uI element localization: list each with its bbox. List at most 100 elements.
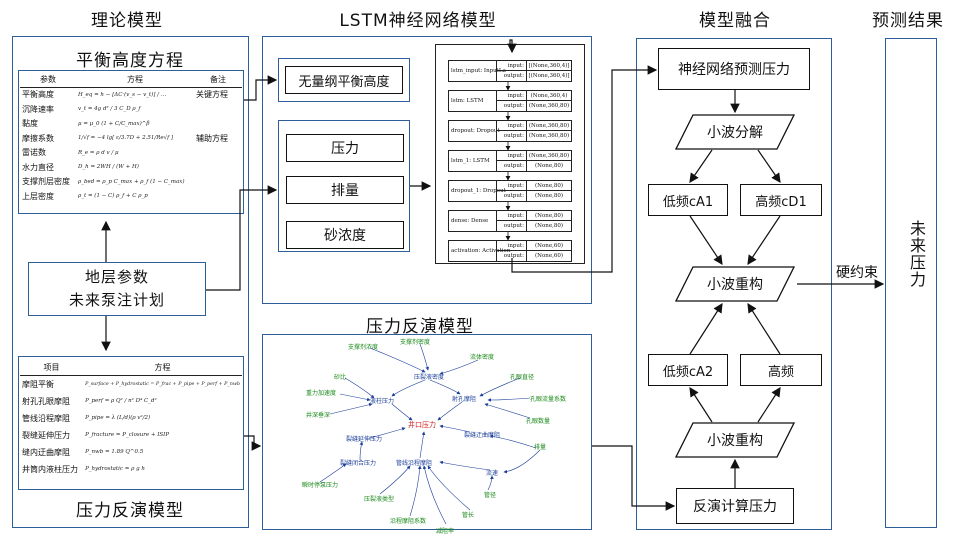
layer-output-key: output: <box>497 221 527 231</box>
balance-eq: 1/√f = −4 lg[ ε/3.7D + 2.51/Re√f ] <box>78 135 174 142</box>
graph-node-liquid-pressure: 液柱压力 <box>370 398 395 405</box>
inversion-item: 摩阻平衡 <box>22 379 54 389</box>
balance-eq: ρ_t = (1 − C) ρ_f + C ρ_p <box>78 193 148 200</box>
wavelet-recon-label: 小波重构 <box>707 277 763 293</box>
layer-input-shape: (None,60) <box>527 241 571 251</box>
balance-param: 上层密度 <box>22 191 54 201</box>
sand-concentration-box: 砂浓度 <box>286 221 404 249</box>
balance-eq: μ = μ_0 (1 + C/C_max)^β <box>78 120 150 127</box>
wavelet-recon2-label: 小波重构 <box>707 433 763 449</box>
balance-note: 关键方程 <box>196 90 228 100</box>
balance-param: 黏度 <box>22 119 38 129</box>
inversion-col-item: 项目 <box>43 362 60 372</box>
layer-name: lstm_input: InputLa <box>451 68 506 74</box>
layer-input-key: input: <box>497 181 527 191</box>
hard-constraint-label: 硬约束 <box>836 265 878 281</box>
layer-output-shape: (None,60) <box>535 253 563 259</box>
layer-io: input:(None,80)output:(None,80) <box>496 181 571 201</box>
graph-node-frac-fluid-density: 压裂液密度 <box>414 374 445 381</box>
result-panel <box>885 38 937 528</box>
wavelet-recon2-shape: 小波重构 <box>675 422 795 458</box>
formation-params-label: 地层参数 <box>84 268 149 286</box>
layer-input-shape: (None,80) <box>527 211 571 221</box>
graph-node-well-depth: 井深垂深 <box>306 412 331 419</box>
balance-param: 摩擦系数 <box>22 133 54 143</box>
low-ca1-box: 低频cA1 <box>648 184 728 216</box>
header-fusion: 模型融合 <box>699 11 771 31</box>
inversion-item: 井筒内液柱压力 <box>22 464 78 474</box>
layer-output-key: output: <box>497 131 527 141</box>
graph-node-fracture-closure: 裂缝闭合压力 <box>340 460 377 467</box>
balance-param: 水力直径 <box>22 162 54 172</box>
layer-input-shape: (None,360,4) <box>527 91 571 101</box>
inversion-item: 缝内迂曲摩阻 <box>22 447 70 457</box>
output-group: 无量纲平衡高度 <box>278 58 410 102</box>
layer-output-key: output: <box>497 71 527 81</box>
graph-node-support-density2: 支撑剂密度 <box>400 339 431 346</box>
layer-output-shape: (None,80) <box>535 193 563 199</box>
balance-col-eq: 方程 <box>127 74 143 84</box>
layer-io: input:(None,80)output:(None,80) <box>496 211 571 231</box>
graph-node-instant-stop: 瞬时停泵压力 <box>302 482 339 489</box>
pump-plan-label: 未来泵注计划 <box>68 291 165 309</box>
future-pressure-label: 未来压力 <box>907 220 926 288</box>
balance-note <box>194 117 242 132</box>
wavelet-decomp-shape: 小波分解 <box>675 114 795 150</box>
graph-node-friction-coef: 沿程摩阻系数 <box>390 518 427 525</box>
inversion-title: 压力反演模型 <box>76 501 184 521</box>
inversion-eq: P_pipe = λ (L/d)(ρ v²/2) <box>85 415 151 421</box>
balance-note <box>194 146 242 161</box>
layer-input-shape: (None,360,80) <box>527 151 571 161</box>
balance-note <box>194 175 242 190</box>
graph-node-perf-count: 孔眼数量 <box>526 418 551 425</box>
graph-node-fluid-density: 流体密度 <box>470 354 495 361</box>
layer-input-key: input: <box>497 121 527 131</box>
graph-node-pipe-diameter: 管径 <box>484 492 497 499</box>
graph-node-flow-velocity: 流速 <box>486 470 499 477</box>
layer-io: input:(None,360,80)output:(None,80) <box>496 151 571 171</box>
layer-output-shape: (None,360,80) <box>528 133 570 139</box>
header-result: 预测结果 <box>872 11 944 31</box>
high-cd1-box: 高频cD1 <box>740 184 822 216</box>
high2-box: 高频 <box>740 354 822 386</box>
header-theory: 理论模型 <box>91 11 163 31</box>
layer-output-shape: (None,360,80) <box>528 103 570 109</box>
balance-note: 辅助方程 <box>196 133 228 143</box>
wavelet-recon-shape: 小波重构 <box>675 266 795 302</box>
inversion-eq: P_surface + P_hydrostatic = P_frac + P_p… <box>85 381 240 387</box>
layer-io: input:(None,360,4)output:(None,360,80) <box>496 91 571 111</box>
layer-input-shape: (None,80) <box>527 181 571 191</box>
low-ca2-box: 低频cA2 <box>648 354 728 386</box>
graph-node-sand-ratio: 砂比 <box>334 374 347 381</box>
layer-name: dense: Dense <box>451 218 489 224</box>
balance-note <box>194 102 242 117</box>
graph-node-support-density: 支撑剂浓度 <box>348 344 379 351</box>
layer-input-key: input: <box>497 241 527 251</box>
balance-eq: H_eq = h − [ΔC·(v_s − v_t)] / … <box>78 91 167 98</box>
balance-title: 平衡高度方程 <box>76 51 184 71</box>
layer-output-key: output: <box>497 191 527 201</box>
header-lstm: LSTM神经网络模型 <box>339 11 497 31</box>
balance-eq: R_e = ρ d v / μ <box>78 149 119 156</box>
inversion-eq: P_perf = ρ Q² / n² D⁴ C_d² <box>85 398 157 404</box>
balance-table-frame <box>18 70 244 214</box>
inversion-item: 管线沿程摩阻 <box>22 413 70 423</box>
header-inversion: 压力反演模型 <box>366 317 474 337</box>
graph-node-gravity: 重力加速度 <box>306 390 337 397</box>
inversion-col-eq: 方程 <box>154 362 171 372</box>
layer-io: input:[(None,360,4)]output:[(None,360,4)… <box>496 61 571 81</box>
graph-node-wellhead-pressure: 井口压力 <box>408 421 436 429</box>
graph-node-fracture-ext: 裂缝延伸压力 <box>346 436 383 443</box>
layer-output-key: output: <box>497 161 527 171</box>
balance-param: 沉降速率 <box>22 104 54 114</box>
layer-io: input:(None,60)output:(None,60) <box>496 241 571 261</box>
balance-param: 雷诺数 <box>22 148 46 158</box>
layer-input-key: input: <box>497 211 527 221</box>
balance-col-param: 参数 <box>40 74 56 84</box>
layer-io: input:(None,360,80)output:(None,360,80) <box>496 121 571 141</box>
pressure-box: 压力 <box>286 134 404 162</box>
balance-eq: v_t = 4g d² / 3 C_D ρ_f <box>78 106 141 113</box>
